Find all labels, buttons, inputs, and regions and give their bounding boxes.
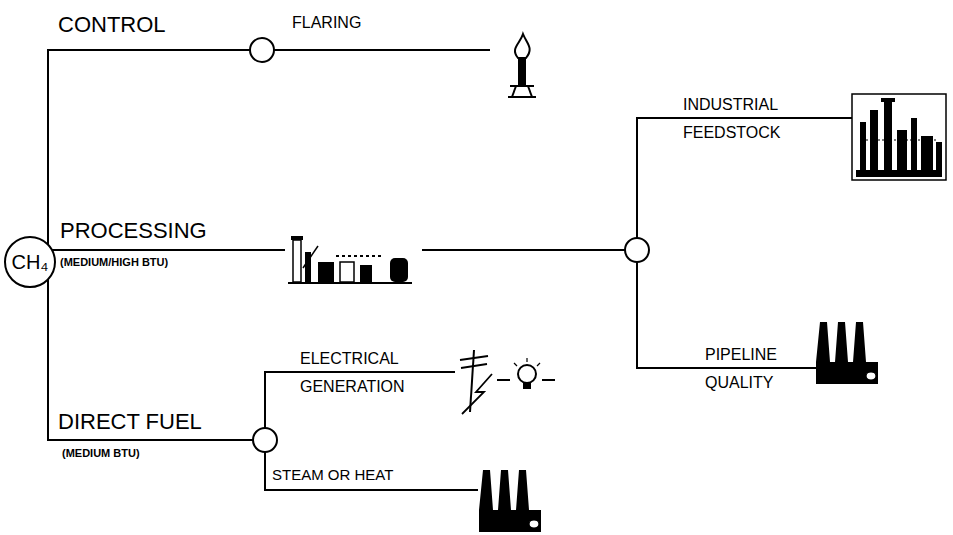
bulb-ray	[537, 363, 540, 366]
btu-note: (MEDIUM BTU)	[62, 447, 140, 460]
dash-line	[542, 379, 555, 381]
stack-leg	[528, 86, 532, 97]
industrial-plant-icon	[852, 94, 946, 180]
plant-pipe	[866, 140, 936, 141]
plant-block	[340, 262, 354, 282]
branch-heading: PROCESSING	[60, 218, 207, 243]
pipeline-line	[636, 367, 816, 369]
plant-pipe	[303, 246, 318, 268]
pole-crossarm	[461, 364, 487, 368]
plant-column	[884, 100, 892, 170]
plant-cap	[291, 236, 303, 240]
direct-fuel-line	[47, 439, 253, 441]
power-generation-icon	[460, 350, 555, 414]
feedstock-line	[636, 117, 852, 119]
processing-line	[48, 249, 285, 251]
plant-tank	[390, 258, 408, 282]
dash-line	[497, 379, 510, 381]
plant-block	[318, 262, 334, 282]
stack-leg	[512, 86, 516, 97]
plant-ground	[288, 282, 412, 284]
plant-ground	[856, 170, 942, 177]
plant-cap	[881, 98, 895, 102]
plant-column	[911, 118, 917, 170]
junction-circle	[625, 238, 649, 262]
bulb-base	[523, 383, 531, 389]
branch-line	[636, 262, 638, 368]
bulb-glass	[518, 365, 536, 383]
junction-circle	[253, 428, 277, 452]
branch-line	[264, 452, 266, 490]
control-line	[47, 49, 250, 51]
pole-crossarm	[460, 356, 488, 360]
bulb-ray	[514, 363, 517, 366]
flame-shape	[515, 34, 530, 58]
btu-note: (MEDIUM/HIGH BTU)	[60, 256, 168, 269]
processing-plant-icon	[288, 236, 412, 283]
methane-circle: CH₄	[4, 236, 56, 288]
branch-label: ELECTRICAL GENERATION	[300, 345, 440, 401]
flare-stack-icon	[508, 34, 536, 97]
steam-line	[264, 489, 478, 491]
stack-shape	[518, 58, 526, 86]
stack-base	[508, 96, 536, 98]
processing-line	[422, 249, 625, 251]
lightning-bolt	[462, 374, 492, 414]
branch-label: FLARING	[292, 14, 361, 32]
branch-label: PIPELINE QUALITY	[705, 341, 825, 397]
junction-circle	[250, 38, 274, 62]
plant-column	[936, 142, 942, 170]
plant-pipe	[336, 255, 384, 257]
plant-column	[860, 122, 866, 170]
plant-column	[293, 240, 301, 282]
branch-label: STEAM OR HEAT	[272, 466, 393, 483]
stack-base	[510, 85, 534, 87]
branch-heading: DIRECT FUEL	[58, 409, 202, 434]
plant-block	[921, 136, 933, 170]
electrical-line	[264, 371, 455, 373]
branch-label: INDUSTRIAL FEEDSTOCK	[683, 91, 813, 147]
branch-line	[636, 118, 638, 238]
branch-heading: CONTROL	[58, 12, 166, 37]
node-text: CH₄	[11, 251, 48, 273]
bulb-ray	[526, 358, 527, 362]
factory-icon	[816, 322, 878, 384]
factory-icon	[479, 470, 541, 532]
icon-frame	[852, 94, 946, 180]
plant-block	[360, 265, 372, 282]
branch-line	[264, 372, 266, 428]
plant-column	[897, 130, 907, 170]
flaring-line	[274, 49, 490, 51]
